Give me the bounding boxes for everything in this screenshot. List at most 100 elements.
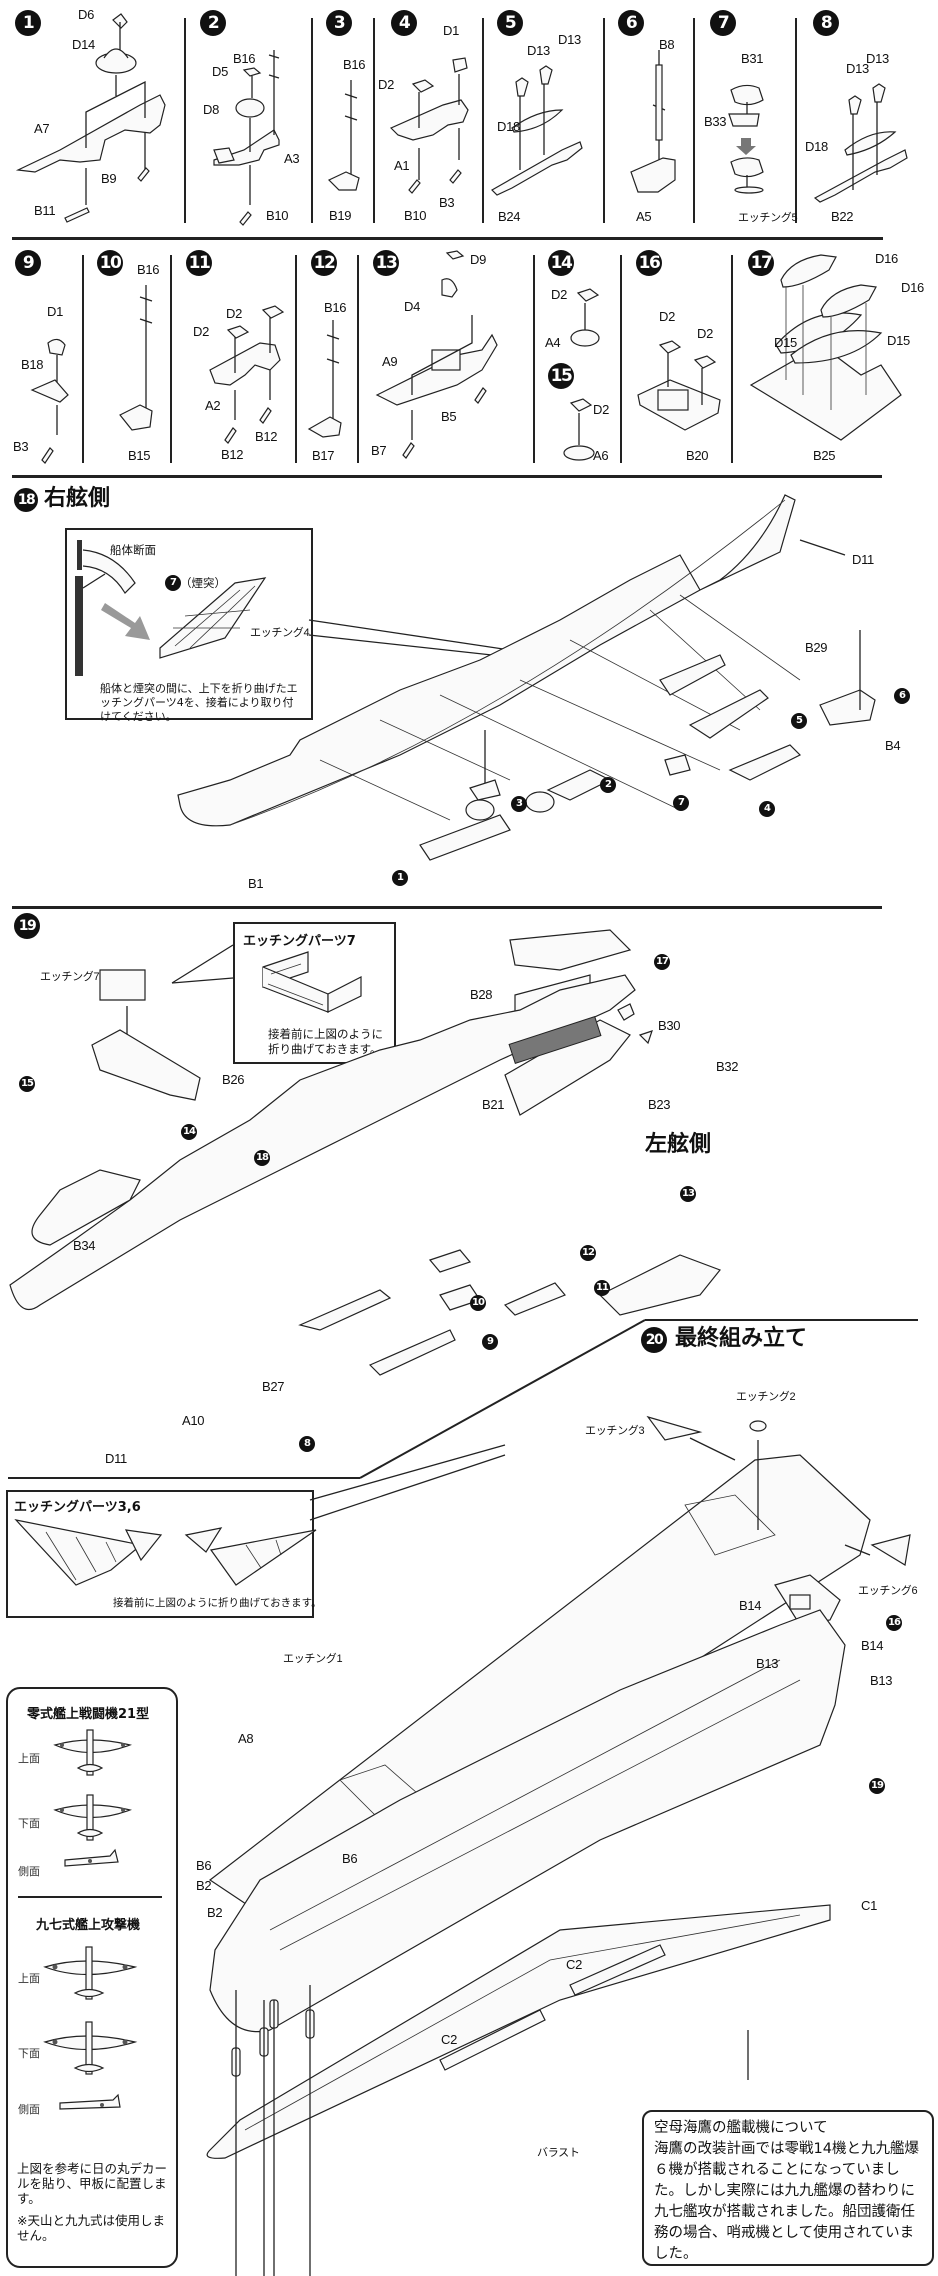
inset-title: エッチングパーツ7 <box>243 934 356 949</box>
step2-diagram <box>213 50 280 226</box>
part-label: B4 <box>885 738 901 753</box>
step5-diagram <box>491 65 583 196</box>
part-label: B12 <box>255 429 278 444</box>
part-label: D2 <box>193 324 210 339</box>
part-label: D2 <box>697 326 714 341</box>
step-number: 18 <box>14 488 38 512</box>
info-box-body: 海鷹の改装計画では零戦14機と九九艦爆６機が搭載されることになっていました。しか… <box>654 2141 919 2262</box>
plane-top-view <box>53 1729 133 1776</box>
row-divider <box>440 237 883 240</box>
callout-number: 17 <box>654 954 670 970</box>
step-number: 1 <box>15 10 41 36</box>
panel-divider <box>18 1896 162 1898</box>
view-label: 側面 <box>18 2103 40 2116</box>
section-title: 最終組み立て <box>675 1326 808 1351</box>
part-label: B11 <box>34 203 56 218</box>
view-label: 上面 <box>18 1752 40 1765</box>
part-label: D2 <box>378 77 395 92</box>
callout-number: 9 <box>482 1334 498 1350</box>
part-label: B14 <box>861 1638 884 1653</box>
divider <box>731 255 733 463</box>
part-label: B8 <box>659 37 675 52</box>
step4-diagram <box>389 57 469 194</box>
part-label: A5 <box>636 209 652 224</box>
part-label: C1 <box>861 1898 878 1913</box>
inset-instruction: 折り曲げておきます。 <box>268 1042 382 1056</box>
callout-number: 19 <box>869 1778 885 1794</box>
callout-number: 8 <box>299 1436 315 1452</box>
unused-aircraft-note: ※天山と九九式は使用しません。 <box>17 2213 165 2243</box>
divider <box>533 255 535 463</box>
part-label: B17 <box>312 448 335 463</box>
step-number: 6 <box>618 10 644 36</box>
part-label: D11 <box>852 552 874 567</box>
divider <box>482 18 484 223</box>
callout-number: 3 <box>511 796 527 812</box>
part-label: B24 <box>498 209 521 224</box>
step-number: 19 <box>14 913 40 939</box>
part-label: D16 <box>875 251 898 266</box>
step-number: 20 <box>641 1327 667 1353</box>
part-label: D18 <box>497 119 520 134</box>
part-label: エッチング5 <box>738 212 798 224</box>
plane-top-view <box>43 1946 138 2000</box>
part-label: エッチング3 <box>585 1425 645 1437</box>
part-label: B6 <box>342 1851 358 1866</box>
part-label: D1 <box>47 304 64 319</box>
step8-diagram <box>813 83 908 203</box>
part-label: A8 <box>238 1731 254 1746</box>
divider <box>170 255 172 463</box>
etching7-inset-diagram <box>262 951 362 1013</box>
part-label: B34 <box>73 1238 96 1253</box>
part-label: B16 <box>343 57 366 72</box>
part-label: D5 <box>212 64 229 79</box>
step-number: 8 <box>813 10 839 36</box>
part-label: B12 <box>221 447 244 462</box>
inset-title: エッチングパーツ3,6 <box>14 1500 141 1515</box>
part-label: A2 <box>205 398 221 413</box>
part-label: B2 <box>196 1878 212 1893</box>
info-box <box>642 2110 934 2266</box>
part-label: D13 <box>866 51 889 66</box>
part-label: D13 <box>527 43 550 58</box>
step3-diagram <box>327 80 360 191</box>
part-label: D9 <box>470 252 487 267</box>
divider <box>693 18 695 223</box>
row-divider <box>466 906 882 909</box>
step16-diagram <box>637 340 721 431</box>
callout-number: 10 <box>470 1295 486 1311</box>
part-label: エッチング7 <box>40 971 100 983</box>
part-label: B9 <box>101 171 117 186</box>
part-label: B25 <box>813 448 836 463</box>
part-label: B10 <box>404 208 427 223</box>
step-number: 16 <box>636 250 662 276</box>
step-number: 10 <box>97 250 123 276</box>
part-label: D14 <box>72 37 95 52</box>
divider <box>311 18 313 223</box>
part-label: A10 <box>182 1413 205 1428</box>
part-label: エッチング2 <box>736 1391 796 1403</box>
inset-label: 船体断面 <box>110 543 156 557</box>
part-label: B28 <box>470 987 493 1002</box>
step13-diagram <box>375 250 498 459</box>
part-label: B22 <box>831 209 854 224</box>
callout-number: 1 <box>392 870 408 886</box>
callout-number: 16 <box>886 1615 902 1631</box>
row-divider <box>12 475 442 478</box>
callout-number: 15 <box>19 1076 35 1092</box>
part-label: A1 <box>394 158 410 173</box>
inset-label: （煙突） <box>180 576 226 590</box>
step-number: 11 <box>186 250 212 276</box>
part-label: D6 <box>78 7 95 22</box>
part-label: B33 <box>704 114 727 129</box>
part-label: D13 <box>558 32 581 47</box>
step-number: 3 <box>326 10 352 36</box>
part-label: B16 <box>233 51 256 66</box>
part-label: B15 <box>128 448 151 463</box>
part-label: D4 <box>404 299 421 314</box>
part-label: B32 <box>716 1059 739 1074</box>
part-label: エッチング1 <box>283 1653 343 1665</box>
part-label: B1 <box>248 876 264 891</box>
part-label: A7 <box>34 121 50 136</box>
step19-hull-diagram <box>9 929 721 1376</box>
